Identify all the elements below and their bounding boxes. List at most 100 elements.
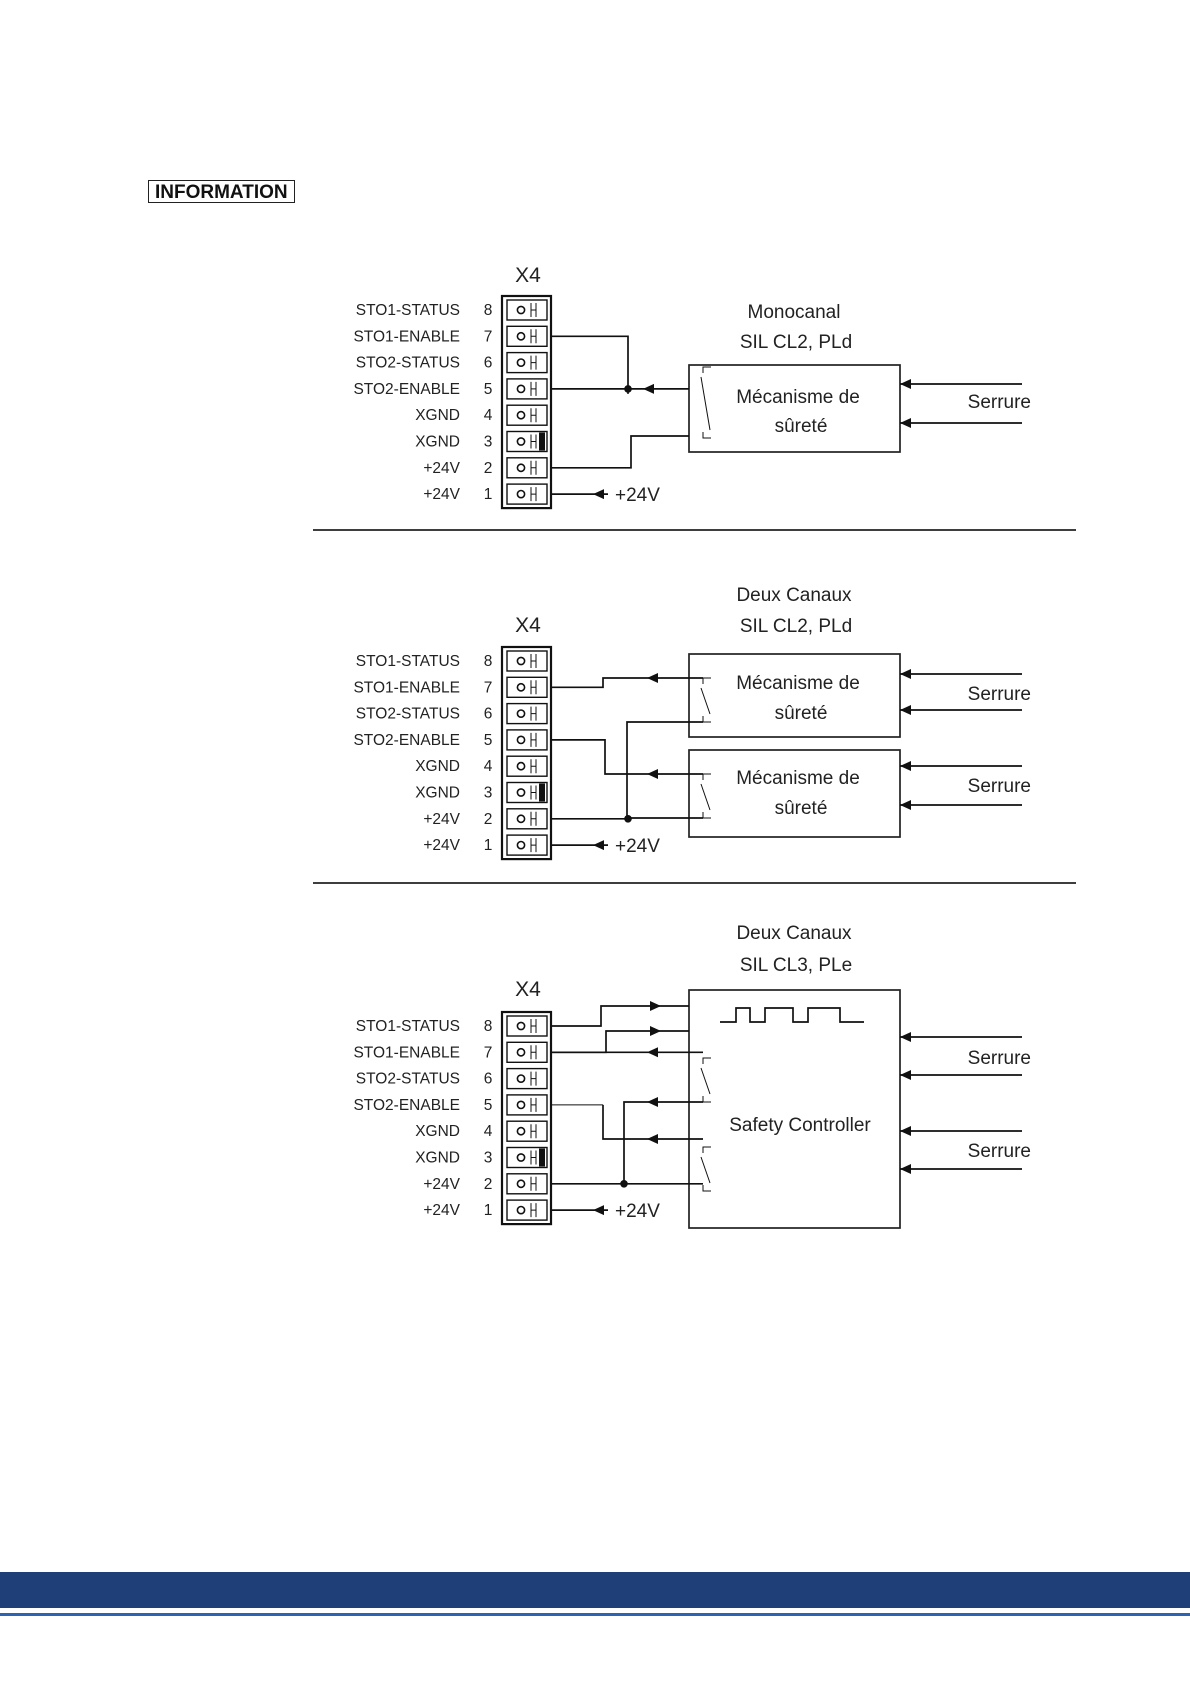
contact-symbol <box>700 1067 711 1095</box>
diagram-title: Monocanal <box>748 302 841 323</box>
device-label: Mécanisme de <box>736 768 860 789</box>
pin-number: 2 <box>484 460 493 477</box>
terminal-clamp <box>530 355 537 370</box>
terminal-clamp <box>530 1150 537 1165</box>
wire <box>551 335 629 394</box>
terminal-screw <box>516 463 526 473</box>
pin-label: +24V <box>423 486 460 503</box>
terminal <box>506 1146 548 1169</box>
contact-symbol <box>702 1185 711 1192</box>
terminal <box>506 1015 548 1037</box>
terminal-clamp <box>530 1019 537 1033</box>
terminal <box>506 1173 548 1195</box>
terminal-screw <box>516 709 526 718</box>
supply-label: +24V <box>615 836 660 857</box>
terminal <box>506 1120 548 1142</box>
device-label: Mécanisme de <box>736 673 860 694</box>
pin-number: 8 <box>484 653 493 670</box>
junction-dot <box>624 815 632 823</box>
diagram-subtitle: SIL CL2, PLd <box>740 332 852 353</box>
terminal-screw <box>516 682 526 692</box>
pin-number: 4 <box>484 1123 493 1140</box>
footer-rule <box>0 1613 1190 1616</box>
terminal-clamp <box>530 654 537 668</box>
pin-label: +24V <box>423 811 460 828</box>
arrow-left <box>900 669 911 679</box>
arrow-left <box>593 840 604 851</box>
pin-label: STO2-ENABLE <box>353 1097 460 1114</box>
pin-number: 7 <box>484 679 493 696</box>
terminal-screw <box>516 1179 526 1189</box>
terminal-jumper <box>539 1148 545 1167</box>
arrow-left <box>647 1097 658 1107</box>
pin-label: STO2-ENABLE <box>353 381 460 398</box>
wire <box>551 1005 689 1027</box>
connector-x4 <box>500 294 553 510</box>
pin-number: 3 <box>484 1150 493 1167</box>
terminal-screw <box>516 1205 526 1215</box>
connector-label: X4 <box>515 264 541 287</box>
terminal-screw <box>516 656 526 666</box>
terminal-screw <box>516 437 526 446</box>
terminal-clamp <box>530 434 537 449</box>
terminal <box>506 781 548 804</box>
arrow-right <box>650 1001 661 1011</box>
terminal <box>506 808 548 830</box>
wire <box>551 677 703 689</box>
pin-label: STO1-STATUS <box>356 302 460 319</box>
arrow-left <box>647 673 658 683</box>
terminal-screw <box>516 305 526 315</box>
pulse-train <box>720 1007 864 1023</box>
arrow-left <box>647 1047 658 1058</box>
pin-label: STO1-STATUS <box>356 653 460 670</box>
pin-label: +24V <box>423 1202 460 1219</box>
arrow-left <box>900 418 911 428</box>
terminal <box>506 457 548 479</box>
pin-label: XGND <box>415 785 460 802</box>
lock-label: Serrure <box>968 684 1031 705</box>
lock-label: Serrure <box>968 1141 1031 1162</box>
pin-label: STO2-STATUS <box>356 706 460 723</box>
diagram-title: Deux Canaux <box>736 923 852 944</box>
pin-label: XGND <box>415 1123 460 1140</box>
pin-label: STO1-ENABLE <box>353 1044 460 1061</box>
terminal <box>506 1094 548 1116</box>
terminal-clamp <box>530 460 537 475</box>
supply-label: +24V <box>615 1201 660 1222</box>
terminal-clamp <box>530 303 537 317</box>
pin-label: XGND <box>415 434 460 451</box>
terminal-screw <box>516 1047 526 1057</box>
pin-label: +24V <box>423 460 460 477</box>
supply-label: +24V <box>615 485 660 506</box>
safety-device-box <box>688 749 901 838</box>
diagram-subtitle: SIL CL2, PLd <box>740 616 852 637</box>
pin-number: 1 <box>484 486 493 503</box>
terminal <box>506 378 548 400</box>
controller-label: Safety Controller <box>729 1115 871 1136</box>
pin-number: 3 <box>484 434 493 451</box>
diagram-subtitle: SIL CL3, PLe <box>740 955 852 976</box>
terminal-clamp <box>530 838 537 853</box>
connector-x4 <box>500 1010 553 1226</box>
arrow-left <box>647 1134 658 1144</box>
pin-label: STO2-STATUS <box>356 355 460 372</box>
pin-number: 4 <box>484 758 493 775</box>
contact-symbol <box>700 783 711 811</box>
pin-label: XGND <box>415 407 460 424</box>
pin-label: +24V <box>423 1176 460 1193</box>
terminal-screw <box>516 814 526 824</box>
terminal <box>506 1199 548 1221</box>
pin-number: 2 <box>484 811 493 828</box>
connector-x4 <box>500 645 553 861</box>
pin-label: STO1-ENABLE <box>353 328 460 345</box>
pin-number: 5 <box>484 1097 493 1114</box>
contact-symbol <box>702 366 711 373</box>
pin-label: +24V <box>423 837 460 854</box>
terminal <box>506 1067 548 1090</box>
arrow-left <box>900 1070 911 1080</box>
device-label: sûreté <box>775 703 828 724</box>
terminal <box>506 650 548 672</box>
